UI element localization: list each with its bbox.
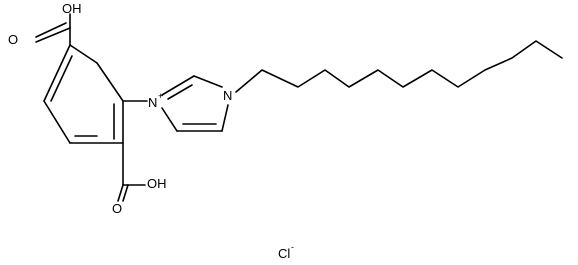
imid-bond-n1-c2 — [161, 75, 195, 96]
carboxyl-bottom-o-label: O — [112, 201, 122, 216]
imid-bond-n3-c4 — [221, 104, 229, 132]
carboxyl-top-co-double — [35, 22, 67, 38]
carboxyl-bottom-oh-label: OH — [147, 176, 167, 191]
ring-bond-2 — [96, 62, 124, 102]
carboxyl-bottom-co-bond — [117, 184, 124, 202]
carboxyl-top-oh-label: OH — [62, 1, 82, 16]
imid-double-n1-c2 — [167, 84, 193, 100]
carboxyl-bottom-co-double — [122, 184, 129, 202]
carboxyl-top: OH O — [8, 1, 82, 47]
imidazolium-ring: N + N — [148, 75, 232, 132]
chloride-charge-label: - — [291, 242, 294, 252]
ring-double-1 — [50, 55, 73, 102]
alkyl-n-label: N — [223, 88, 232, 103]
benzene-ring — [43, 44, 124, 144]
carboxyl-top-co-bond — [35, 27, 71, 43]
decyl-chain — [235, 40, 563, 93]
ring-bond-1 — [69, 44, 98, 64]
carboxyl-top-o-label: O — [8, 32, 18, 47]
chloride-label: Cl — [278, 246, 290, 261]
imid-bond-c5-n1 — [161, 107, 178, 132]
imidazolium-charge-label: + — [158, 91, 163, 101]
ring-bond-6 — [43, 44, 71, 102]
ring-bond-5 — [43, 100, 71, 144]
imid-bond-c2-n3 — [193, 75, 223, 88]
carboxyl-bottom: OH O — [112, 142, 167, 216]
imidazolium-n-label: N — [148, 95, 157, 110]
